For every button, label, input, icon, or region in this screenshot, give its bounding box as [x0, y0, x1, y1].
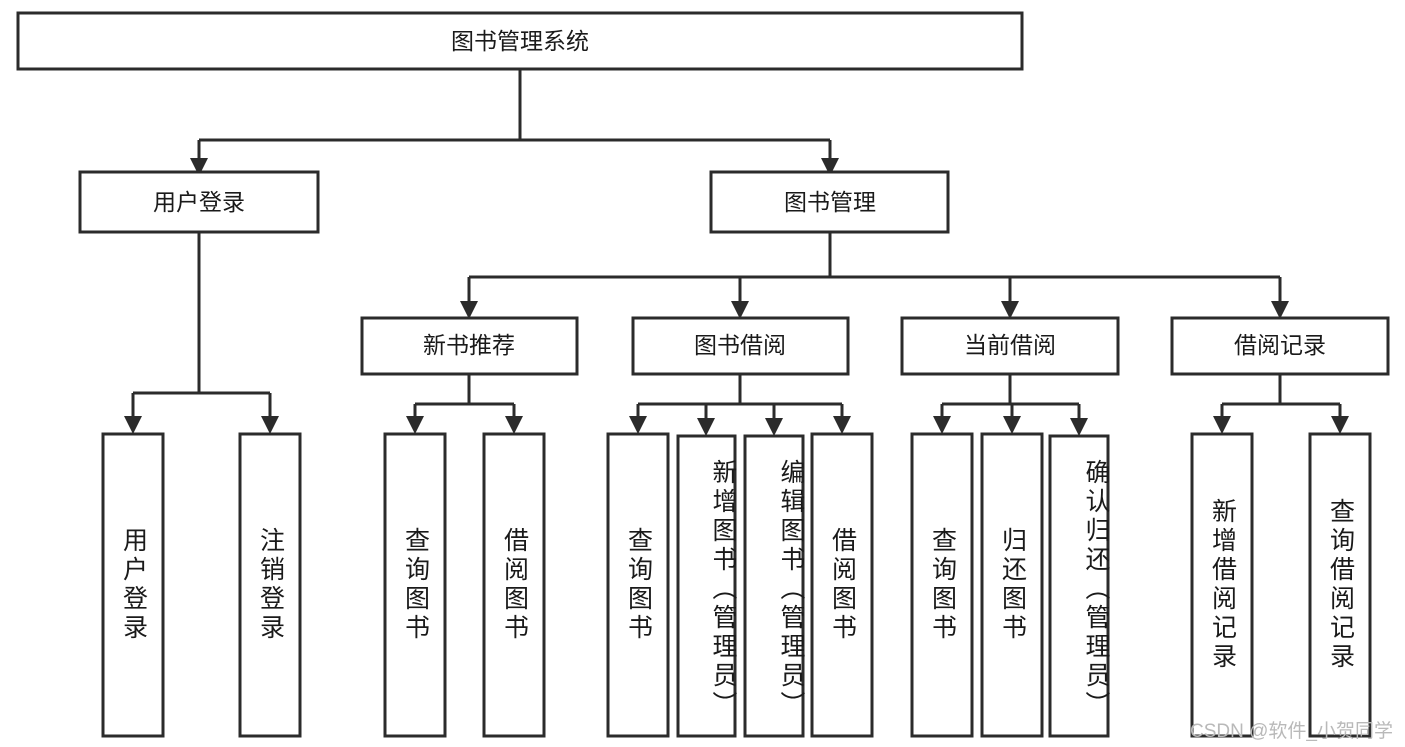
node-user-login-label: 用户登录 — [153, 189, 245, 215]
leaf-box-query-book-3[interactable] — [910, 432, 974, 738]
node-user-login-box[interactable] — [78, 170, 320, 234]
leaf-box-borrow-book-2[interactable] — [810, 432, 874, 738]
leaf-box-logout[interactable] — [238, 432, 302, 738]
node-new-book-recommend-label: 新书推荐 — [423, 332, 515, 358]
node-root-label: 图书管理系统 — [451, 28, 589, 54]
leaf-boxes — [101, 432, 1372, 738]
leaf-box-query-borrow-record[interactable] — [1308, 432, 1372, 738]
leaf-box-query-book-2[interactable] — [606, 432, 670, 738]
node-book-borrow[interactable]: 图书借阅 — [631, 316, 850, 376]
node-borrow-record-box[interactable] — [1170, 316, 1390, 376]
connector-bookmgmt-to-level3 — [460, 232, 1289, 319]
node-book-management-box[interactable] — [709, 170, 950, 234]
connector-newbook-to-leaves — [406, 374, 523, 434]
leaf-box-borrow-book-1[interactable] — [482, 432, 546, 738]
node-book-borrow-label: 图书借阅 — [694, 332, 786, 358]
node-root-box[interactable] — [16, 11, 1024, 71]
leaf-box-add-book-admin[interactable] — [676, 434, 737, 738]
leaf-box-add-borrow-record[interactable] — [1190, 432, 1254, 738]
leaf-box-user-login[interactable] — [101, 432, 165, 738]
leaf-box-edit-book-admin[interactable] — [743, 434, 805, 738]
node-current-borrow-label: 当前借阅 — [964, 332, 1056, 358]
leaf-box-query-book-1[interactable] — [383, 432, 447, 738]
connector-borrow-to-leaves — [629, 374, 851, 436]
node-book-management[interactable]: 图书管理 — [709, 170, 950, 234]
node-new-book-recommend-box[interactable] — [360, 316, 579, 376]
connector-root-to-level2 — [190, 69, 839, 176]
node-root[interactable]: 图书管理系统 — [16, 11, 1024, 71]
node-user-login[interactable]: 用户登录 — [78, 170, 320, 234]
node-borrow-record[interactable]: 借阅记录 — [1170, 316, 1390, 376]
connector-current-to-leaves — [933, 374, 1088, 436]
leaf-box-return-book[interactable] — [980, 432, 1044, 738]
node-current-borrow[interactable]: 当前借阅 — [900, 316, 1120, 376]
node-current-borrow-box[interactable] — [900, 316, 1120, 376]
leaf-box-confirm-return-admin[interactable] — [1048, 434, 1110, 738]
node-borrow-record-label: 借阅记录 — [1234, 332, 1326, 358]
node-book-management-label: 图书管理 — [784, 189, 876, 215]
connector-record-to-leaves — [1213, 374, 1349, 434]
node-new-book-recommend[interactable]: 新书推荐 — [360, 316, 579, 376]
csdn-watermark: CSDN @软件_小贺同学 — [1190, 721, 1393, 742]
node-book-borrow-box[interactable] — [631, 316, 850, 376]
connector-userlogin-to-leaves — [124, 232, 279, 434]
